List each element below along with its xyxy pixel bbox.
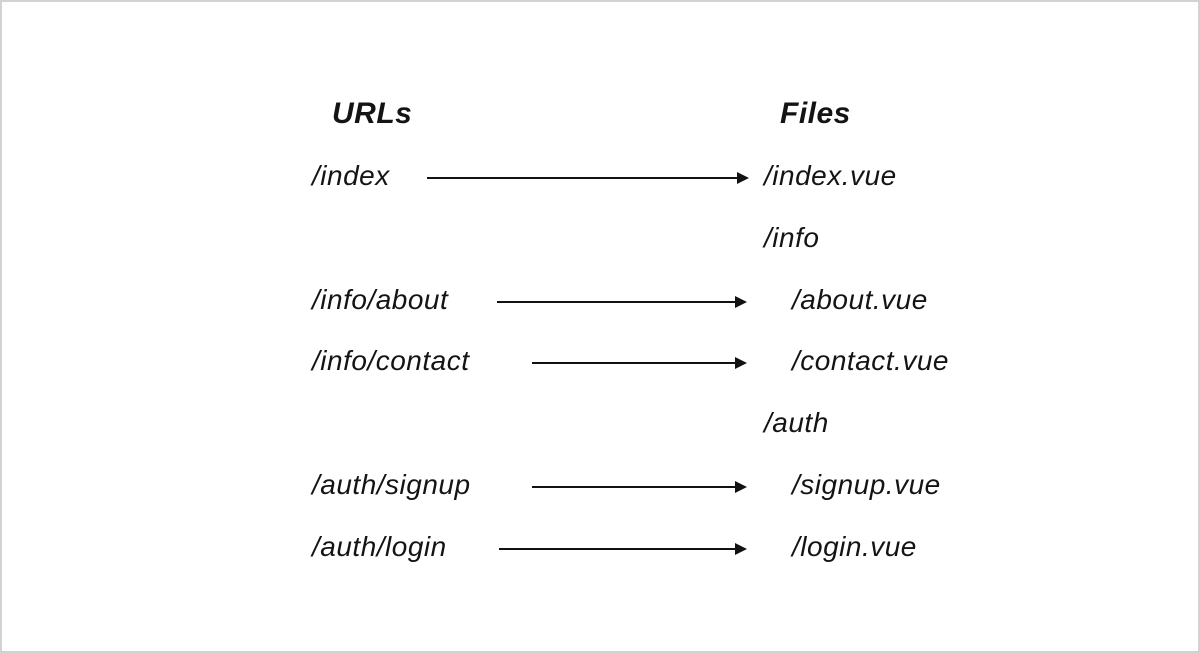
url-index: /index xyxy=(312,160,390,191)
url-info-about: /info/about xyxy=(312,284,449,315)
dir-info: /info xyxy=(764,222,820,253)
arrow-contact-icon xyxy=(532,357,747,369)
arrow-login-icon xyxy=(499,543,747,555)
files-column-header: Files xyxy=(780,97,851,130)
file-signup-vue: /signup.vue xyxy=(792,469,941,500)
file-about-vue: /about.vue xyxy=(792,284,928,315)
arrow-about-icon xyxy=(497,296,747,308)
arrow-index-icon xyxy=(427,172,749,184)
urls-column-header: URLs xyxy=(332,97,413,130)
url-auth-signup: /auth/signup xyxy=(312,469,471,500)
file-index-vue: /index.vue xyxy=(764,160,897,191)
arrow-signup-icon xyxy=(532,481,747,493)
file-login-vue: /login.vue xyxy=(792,531,917,562)
url-auth-login: /auth/login xyxy=(312,531,447,562)
url-info-contact: /info/contact xyxy=(312,345,470,376)
dir-auth: /auth xyxy=(764,407,829,438)
file-contact-vue: /contact.vue xyxy=(792,345,949,376)
